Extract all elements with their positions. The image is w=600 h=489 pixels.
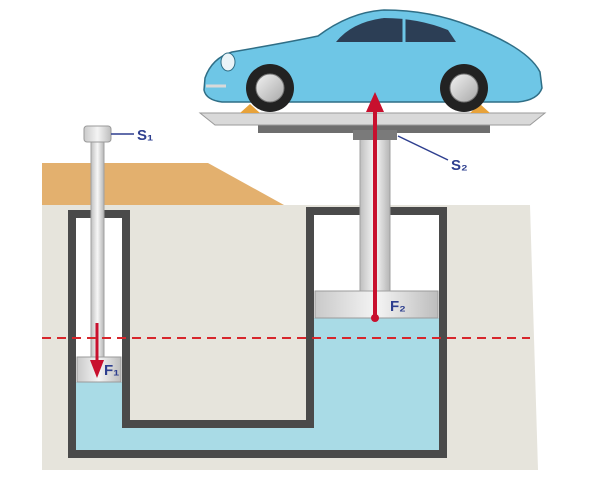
car-rear-wheel (440, 64, 488, 112)
wheel-chock-rear (470, 104, 490, 113)
car-headlight (220, 52, 236, 72)
car-front-wheel (246, 64, 294, 112)
s2-label: S₂ (451, 157, 468, 174)
s1-label: S₁ (137, 127, 153, 144)
force-f1-arrowhead (90, 360, 104, 378)
s2-leader-line (397, 135, 449, 161)
hydraulic-fluid (76, 318, 439, 450)
small-piston-handle (83, 125, 112, 143)
lift-platform (198, 112, 547, 126)
car-window (336, 18, 456, 42)
car-icon (203, 9, 543, 112)
f1-label: F₁ (104, 362, 119, 379)
soil-mound (42, 163, 284, 205)
wheel-chock-front (240, 104, 260, 113)
force-f2-arrowhead (366, 92, 384, 112)
f2-label: F₂ (390, 298, 406, 315)
force-f2-origin (371, 314, 379, 322)
